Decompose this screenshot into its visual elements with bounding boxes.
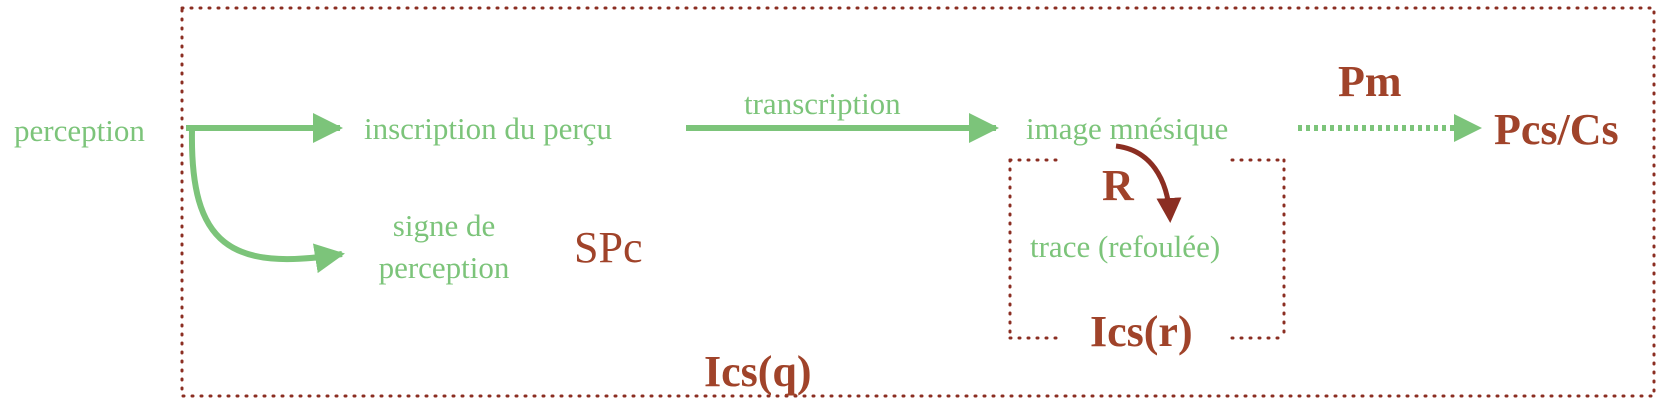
arrow-repression: [1115, 143, 1182, 223]
arrow-pm-head: [1454, 114, 1482, 142]
node-image-mnesique: image mnésique: [1026, 111, 1229, 146]
node-perception: perception: [14, 113, 145, 148]
node-signe-line2: perception: [378, 250, 510, 285]
arrow-perception-to-signe: [188, 129, 345, 274]
label-r: R: [1102, 161, 1134, 210]
node-trace: trace (refoulée): [1030, 229, 1221, 264]
node-inscription: inscription du perçu: [364, 111, 612, 146]
label-ics-q: Ics(q): [704, 347, 812, 396]
node-signe-line1: signe de: [392, 208, 496, 243]
ics-q-region-border: [180, 6, 1656, 398]
ics-r-region-border: [1008, 158, 1286, 340]
edge-label-transcription: transcription: [744, 86, 901, 121]
label-spc: SPc: [574, 223, 643, 272]
label-pm: Pm: [1338, 57, 1402, 106]
label-ics-r: Ics(r): [1090, 307, 1193, 356]
label-pcs-cs: Pcs/Cs: [1494, 105, 1619, 154]
